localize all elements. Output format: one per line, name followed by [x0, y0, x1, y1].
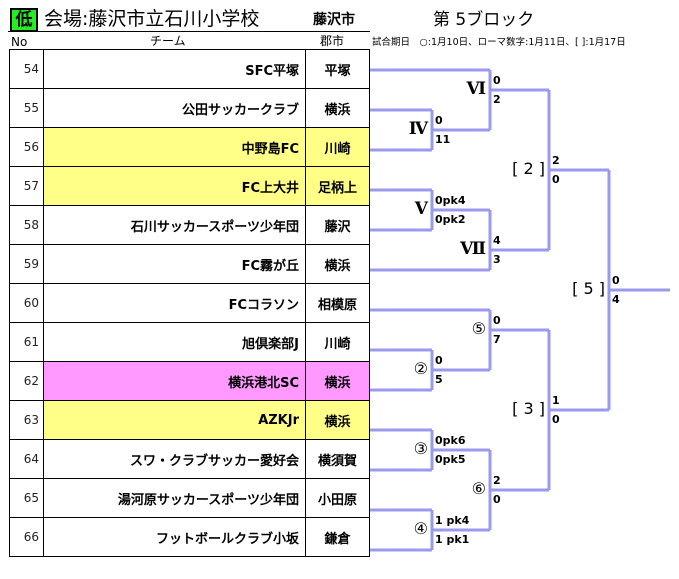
team-no: 59 — [9, 244, 44, 284]
column-header-team: チーム — [150, 34, 186, 48]
level-badge: 低 — [10, 8, 38, 32]
team-city: 横浜 — [305, 244, 370, 284]
score-bottom: 7 — [493, 333, 501, 346]
score-top: 2 — [552, 154, 560, 167]
score-top: 0 — [435, 114, 443, 127]
team-name: 旭倶楽部J — [43, 322, 306, 362]
match-label: ④ — [413, 519, 428, 538]
score-top: 0 — [435, 354, 443, 367]
team-city: 横浜 — [305, 361, 370, 401]
team-name: FC霧が丘 — [43, 244, 306, 284]
score-top: 4 — [493, 234, 501, 247]
match-label: ⑤ — [471, 319, 486, 338]
venue-city: 藤沢市 — [313, 12, 355, 28]
schedule-note: 試合期日 ○:1月10日、ローマ数字:1月11日、[ ]:1月17日 — [372, 37, 626, 48]
team-city: 藤沢 — [305, 205, 370, 245]
title-underline — [8, 31, 370, 32]
team-name: 公田サッカークラブ — [43, 88, 306, 128]
score-top: 0 — [493, 74, 501, 87]
venue-title: 会場:藤沢市立石川小学校 — [44, 8, 260, 30]
score-bottom: 5 — [435, 373, 443, 386]
score-top: 0pk4 — [435, 194, 466, 207]
score-bottom: 0pk5 — [435, 453, 466, 466]
team-name: FC上大井 — [43, 166, 306, 206]
team-name: AZKJr — [43, 400, 306, 440]
team-no: 64 — [9, 439, 44, 479]
team-name: フットボールクラブ小坂 — [43, 517, 306, 557]
team-city: 足柄上 — [305, 166, 370, 206]
team-city: 平塚 — [305, 49, 370, 89]
team-name: SFC平塚 — [43, 49, 306, 89]
match-label: [ 3 ] — [512, 399, 545, 418]
column-header-no: No — [11, 35, 28, 49]
team-no: 63 — [9, 400, 44, 440]
team-city: 横浜 — [305, 400, 370, 440]
score-bottom: 11 — [435, 133, 451, 146]
match-label: Ⅴ — [414, 199, 428, 219]
score-bottom: 0 — [552, 413, 560, 426]
score-bottom: 0 — [493, 493, 501, 506]
score-top: 0pk6 — [435, 434, 466, 447]
score-top: 0 — [493, 314, 501, 327]
team-name: 横浜港北SC — [43, 361, 306, 401]
match-label: Ⅶ — [460, 239, 486, 259]
score-bottom: 4 — [612, 293, 620, 306]
team-no: 62 — [9, 361, 44, 401]
team-no: 54 — [9, 49, 44, 89]
match-label: [ 2 ] — [512, 159, 545, 178]
match-label: ⑥ — [471, 479, 486, 498]
team-name: FCコラソン — [43, 283, 306, 323]
score-bottom: 0 — [552, 173, 560, 186]
team-no: 58 — [9, 205, 44, 245]
team-city: 川崎 — [305, 322, 370, 362]
team-no: 66 — [9, 517, 44, 557]
team-city: 小田原 — [305, 478, 370, 518]
team-no: 57 — [9, 166, 44, 206]
column-header-city: 郡市 — [320, 34, 345, 48]
score-top: 0 — [612, 274, 620, 287]
match-label: ② — [413, 359, 428, 378]
team-city: 川崎 — [305, 127, 370, 167]
team-no: 55 — [9, 88, 44, 128]
score-top: 2 — [493, 474, 501, 487]
score-bottom: 1 pk1 — [435, 533, 470, 546]
team-no: 60 — [9, 283, 44, 323]
score-top: 1 pk4 — [435, 514, 470, 527]
team-no: 56 — [9, 127, 44, 167]
team-name: 中野島FC — [43, 127, 306, 167]
match-label: ③ — [413, 439, 428, 458]
team-city: 相模原 — [305, 283, 370, 323]
score-bottom: 2 — [493, 93, 501, 106]
score-bottom: 3 — [493, 253, 501, 266]
team-no: 65 — [9, 478, 44, 518]
team-name: スワ・クラブサッカー愛好会 — [43, 439, 306, 479]
match-label: Ⅳ — [408, 119, 428, 139]
block-title: 第 5ブロック — [433, 10, 535, 30]
team-city: 横浜 — [305, 88, 370, 128]
score-bottom: 0pk2 — [435, 213, 466, 226]
team-city: 横須賀 — [305, 439, 370, 479]
score-top: 1 — [552, 394, 560, 407]
match-label: [ 5 ] — [572, 279, 605, 298]
team-city: 鎌倉 — [305, 517, 370, 557]
team-no: 61 — [9, 322, 44, 362]
match-label: Ⅵ — [466, 79, 486, 99]
team-name: 石川サッカースポーツ少年団 — [43, 205, 306, 245]
team-name: 湯河原サッカースポーツ少年団 — [43, 478, 306, 518]
